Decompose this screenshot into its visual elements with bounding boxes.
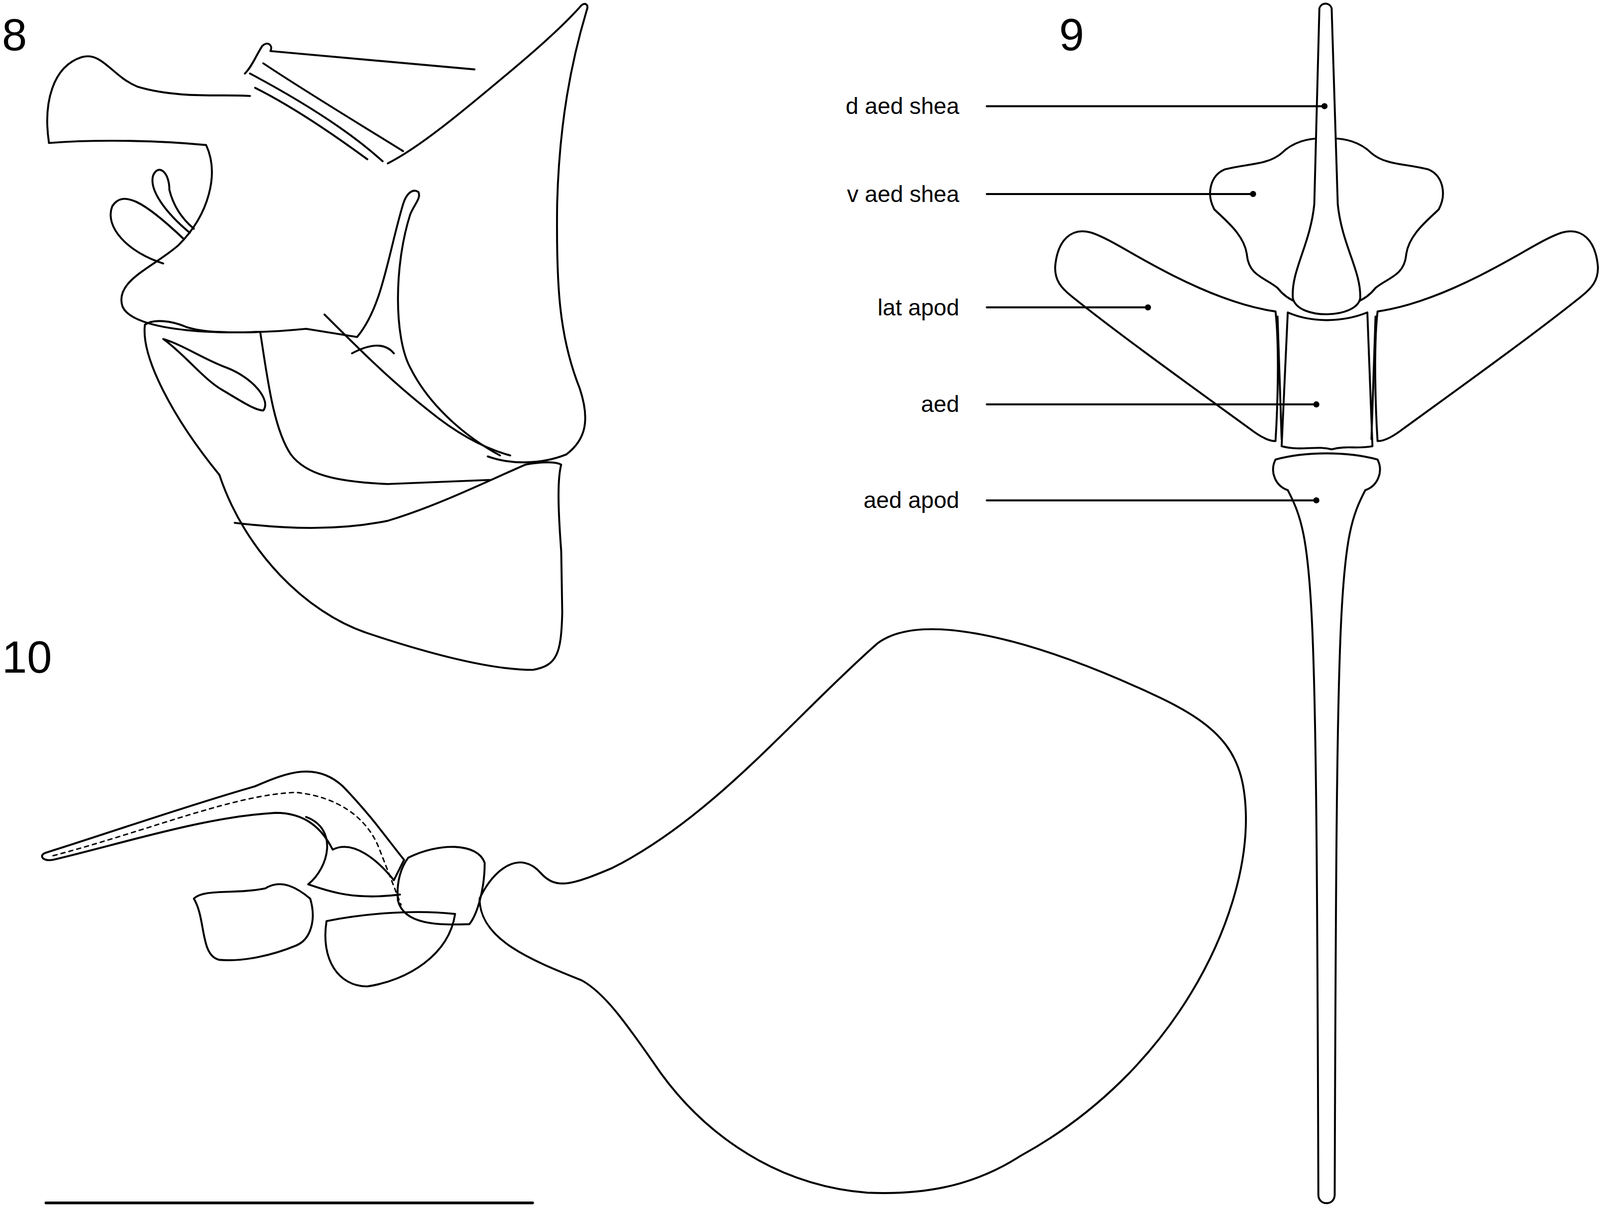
spermatheca-lateral-view bbox=[42, 629, 1246, 1193]
basal-ring bbox=[219, 462, 563, 670]
aedeagus-dorsal-view bbox=[986, 3, 1599, 1203]
inner-fold bbox=[163, 338, 266, 411]
leader-dot bbox=[1249, 190, 1256, 197]
sclerite bbox=[325, 911, 456, 987]
leader-line bbox=[986, 105, 1325, 108]
outline bbox=[48, 140, 358, 337]
figure-number: 9 bbox=[1059, 12, 1085, 58]
hook bbox=[152, 169, 194, 233]
part-label: aed bbox=[921, 392, 963, 416]
inner-line bbox=[352, 345, 394, 354]
leader-dot bbox=[1313, 401, 1319, 408]
aedeagus bbox=[1281, 312, 1373, 450]
leader-line bbox=[986, 306, 1148, 309]
lower-lobe bbox=[144, 320, 261, 475]
aedeagal-apodeme bbox=[1273, 453, 1381, 1203]
part-label: lat apod bbox=[877, 295, 962, 319]
aedeagus-edge bbox=[1277, 316, 1376, 439]
inner-line bbox=[305, 816, 400, 897]
plate-line bbox=[255, 88, 368, 160]
capsule-lateral-view bbox=[47, 3, 588, 670]
plate bbox=[244, 43, 475, 74]
plate-line bbox=[250, 73, 383, 162]
lateral-apodeme bbox=[1375, 231, 1599, 442]
leader-dot bbox=[1313, 497, 1319, 504]
outline bbox=[387, 3, 588, 463]
figure-number: 8 bbox=[1, 12, 27, 58]
part-label: aed apod bbox=[863, 488, 963, 512]
plate-line bbox=[263, 63, 403, 152]
part-label: v aed shea bbox=[847, 182, 963, 206]
leader-lines bbox=[986, 102, 1328, 504]
inner-line bbox=[324, 314, 510, 456]
leader-line bbox=[986, 192, 1253, 195]
leader-dot bbox=[1321, 102, 1328, 109]
bulb bbox=[479, 629, 1246, 1193]
lateral-apodeme bbox=[1054, 231, 1278, 442]
dorsal-sheath bbox=[1292, 3, 1361, 314]
sclerite bbox=[193, 883, 313, 960]
leader-line bbox=[986, 403, 1317, 406]
scale-bar bbox=[45, 1201, 533, 1204]
dashed-duct bbox=[53, 792, 402, 905]
duct bbox=[42, 771, 405, 881]
hook bbox=[110, 198, 184, 264]
figure-number: 10 bbox=[1, 634, 52, 680]
stalk bbox=[357, 190, 500, 456]
outline bbox=[47, 56, 251, 143]
leader-dot bbox=[1144, 304, 1151, 311]
inner-line bbox=[260, 331, 490, 484]
part-label: d aed shea bbox=[845, 94, 962, 118]
leader-line bbox=[986, 499, 1317, 502]
